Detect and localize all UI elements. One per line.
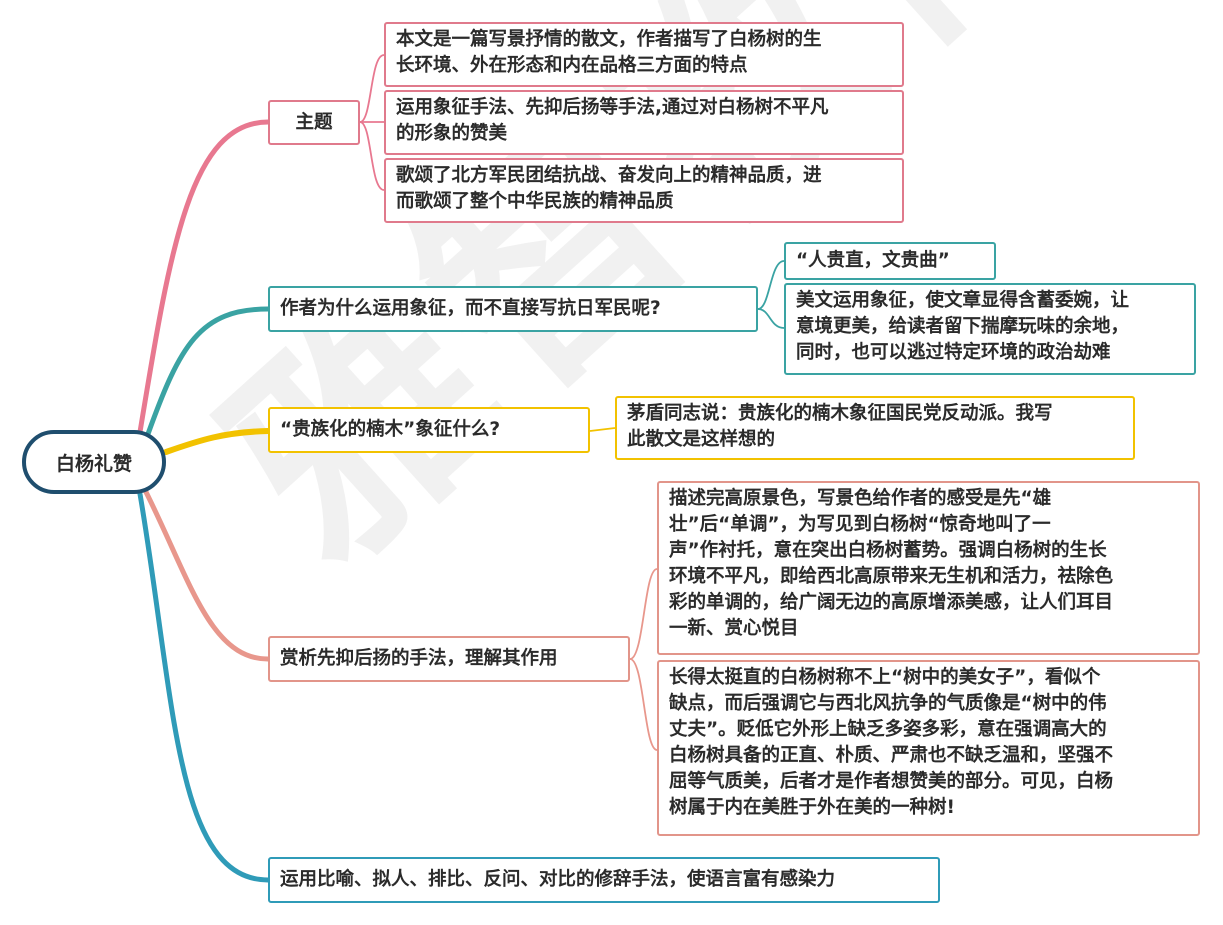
text-line: 壮”后“单调”，为写见到白杨树“惊奇地叫了一 [669, 514, 1051, 535]
connector-symbol [145, 306, 271, 437]
contrast-child-2[interactable]: 长得太挺直的白杨树称不上“树中的美女子”，看似个 缺点，而后强调它与西北风抗争的… [657, 660, 1200, 836]
branch-nanmu[interactable]: “贵族化的楠木”象征什么? [268, 407, 590, 453]
text-line: 声”作衬托，意在突出白杨树蓄势。强调白杨树的生长 [669, 540, 1107, 561]
text-line: 树属于内在美胜于外在美的一种树! [669, 797, 955, 818]
text-line: 描述完高原景色，写景色给作者的感受是先“雄 [669, 488, 1052, 509]
text-line: 环境不平凡，即给西北高原带来无生机和活力，祛除色 [669, 566, 1114, 587]
connector-symbol-2 [757, 308, 785, 329]
text-line: “人贵直，文贵曲” [796, 250, 950, 271]
connector-theme [137, 119, 271, 435]
symbol-child-2[interactable]: 美文运用象征，使文章显得含蓄委婉，让 意境更美，给读者留下揣摩玩味的余地， 同时… [784, 283, 1196, 375]
text-line: 而歌颂了整个中华民族的精神品质 [396, 191, 674, 212]
text-line: 白杨树具备的正直、朴质、严肃也不缺乏温和，坚强不 [669, 745, 1114, 766]
branch-contrast-label: 赏析先抑后扬的手法，理解其作用 [280, 648, 558, 669]
text-line: 一新、赏心悦目 [669, 618, 799, 639]
branch-symbol-label: 作者为什么运用象征，而不直接写抗日军民呢? [280, 298, 661, 319]
theme-child-1[interactable]: 本文是一篇写景抒情的散文，作者描写了白杨树的生 长环境、外在形态和内在品格三方面… [384, 22, 904, 87]
root-label: 白杨礼赞 [55, 452, 132, 475]
branch-rhetoric-label: 运用比喻、拟人、排比、反问、对比的修辞手法，使语言富有感染力 [280, 869, 836, 890]
connector-theme-1 [359, 54, 385, 123]
text-line: 屈等气质美，后者才是作者想赞美的部分。可见，白杨 [669, 771, 1114, 792]
branch-nanmu-label: “贵族化的楠木”象征什么? [280, 419, 501, 440]
text-line: 缺点，而后强调它与西北风抗争的气质像是“树中的伟 [669, 693, 1107, 714]
connector-nanmu [163, 428, 271, 455]
text-line: 丈夫”。贬低它外形上缺乏多姿多彩，意在强调高大的 [669, 719, 1107, 740]
text-line: 同时，也可以逃过特定环境的政治劫难 [796, 342, 1111, 363]
connector-contrast [143, 489, 271, 662]
theme-child-2[interactable]: 运用象征手法、先抑后扬等手法,通过对白杨树不平凡 的形象的赞美 [384, 90, 904, 155]
text-line: 彩的单调的，给广阔无边的高原增添美感，让人们耳目 [669, 592, 1114, 613]
branch-theme-label: 主题 [295, 111, 333, 133]
text-line: 美文运用象征，使文章显得含蓄委婉，让 [796, 290, 1130, 311]
branch-rhetoric[interactable]: 运用比喻、拟人、排比、反问、对比的修辞手法，使语言富有感染力 [268, 857, 940, 903]
text-line: 茅盾同志说：贵族化的楠木象征国民党反动派。我写 [627, 403, 1053, 424]
text-line: 此散文是这样想的 [627, 429, 776, 450]
branch-symbol[interactable]: 作者为什么运用象征，而不直接写抗日军民呢? [268, 286, 758, 332]
text-line: 意境更美，给读者留下揣摩玩味的余地， [796, 316, 1130, 337]
connector-contrast-1 [629, 568, 658, 660]
connector-contrast-2 [629, 658, 658, 751]
connector-symbol-1 [757, 260, 785, 310]
text-line: 歌颂了北方军民团结抗战、奋发向上的精神品质，进 [396, 165, 822, 186]
connector-theme-3 [359, 121, 385, 191]
nanmu-child-1[interactable]: 茅盾同志说：贵族化的楠木象征国民党反动派。我写 此散文是这样想的 [615, 396, 1135, 460]
branch-theme[interactable]: 主题 [268, 100, 360, 145]
text-line: 的形象的赞美 [396, 123, 508, 144]
theme-child-3[interactable]: 歌颂了北方军民团结抗战、奋发向上的精神品质，进 而歌颂了整个中华民族的精神品质 [384, 158, 904, 223]
text-line: 运用象征手法、先抑后扬等手法,通过对白杨树不平凡 [396, 97, 829, 118]
text-line: 本文是一篇写景抒情的散文，作者描写了白杨树的生 [396, 29, 822, 50]
connector-rhetoric [137, 491, 271, 883]
branch-contrast[interactable]: 赏析先抑后扬的手法，理解其作用 [268, 636, 630, 682]
root-node[interactable]: 白杨礼赞 [22, 430, 166, 494]
symbol-child-1[interactable]: “人贵直，文贵曲” [784, 242, 996, 280]
text-line: 长环境、外在形态和内在品格三方面的特点 [396, 55, 748, 76]
connector-nanmu-1 [589, 427, 616, 432]
text-line: 长得太挺直的白杨树称不上“树中的美女子”，看似个 [669, 667, 1101, 688]
contrast-child-1[interactable]: 描述完高原景色，写景色给作者的感受是先“雄 壮”后“单调”，为写见到白杨树“惊奇… [657, 481, 1200, 655]
